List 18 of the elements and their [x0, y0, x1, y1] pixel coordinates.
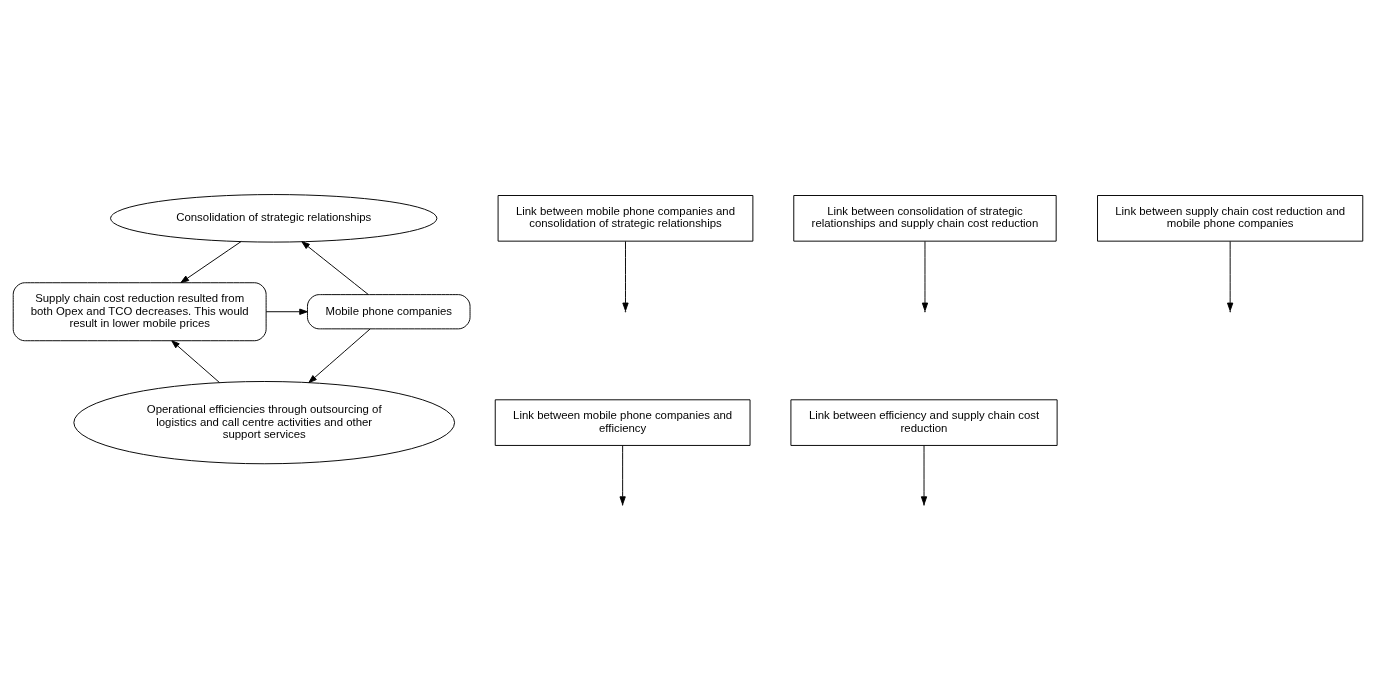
arrow: [265, 308, 308, 315]
node-box: Link between mobile phone companies and efficiency: [494, 398, 751, 446]
arrow: [180, 240, 242, 283]
node-box: Link between efficiency and supply chain cost reduction: [790, 398, 1058, 446]
arrow: [1227, 240, 1234, 311]
arrow: [308, 328, 371, 383]
node-box: Link between consolidation of strategic relationships and supply chain cost reduction: [793, 194, 1057, 242]
arrow: [921, 240, 929, 311]
arrow: [619, 444, 626, 505]
arrow: [920, 444, 928, 505]
node-ellipse: Consolidation of strategic relationships: [110, 193, 438, 243]
node-box: Link between mobile phone companies and consolidation of strategic relationships: [497, 194, 754, 242]
arrow: [171, 339, 221, 383]
node-box: Link between supply chain cost reduction and mobile phone companies: [1097, 194, 1364, 242]
node-box: Mobile phone companies: [307, 293, 471, 329]
node-box: Supply chain cost reduction resulted from both Opex and TCO decreases. This would result in lower mobile prices: [12, 281, 267, 341]
node-ellipse: Operational efficiencies through outsourcing of logistics and call centre activities and other support services: [73, 380, 456, 464]
arrow: [301, 240, 369, 295]
